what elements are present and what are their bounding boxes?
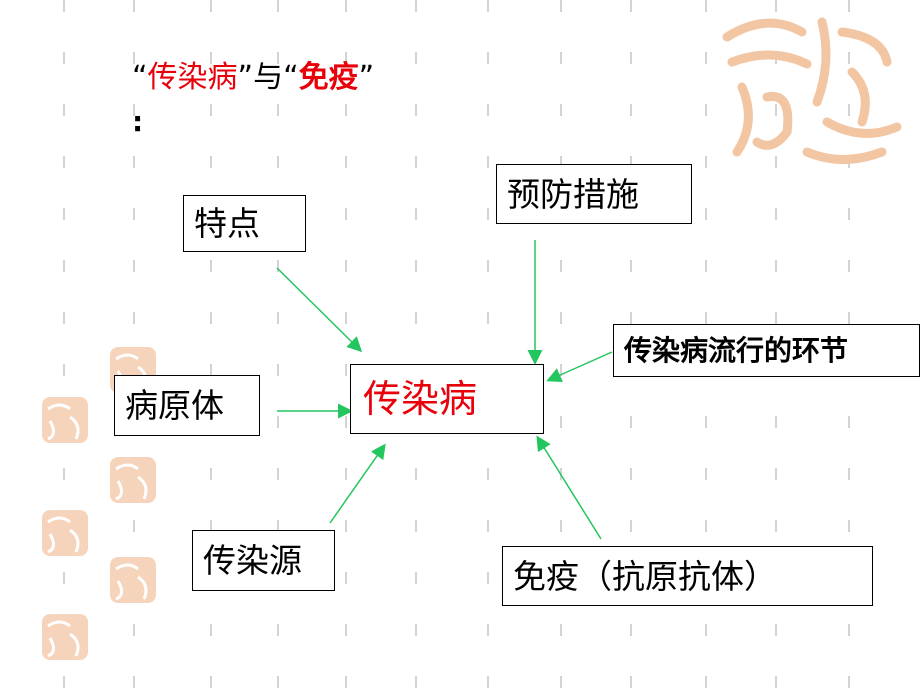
node-transmission-label: 传染病流行的环节 [613, 324, 920, 377]
title-close-quote: ” [358, 60, 375, 95]
arrow-label-to-center [546, 351, 613, 382]
node-center-disease: 传染病 [350, 364, 544, 434]
node-immunity: 免疫（抗原抗体） [502, 546, 873, 606]
seal-stamp-small-5 [110, 557, 156, 603]
arrow-immunity-to-center [536, 435, 602, 540]
seal-stamp-small-6 [42, 614, 88, 660]
node-source: 传染源 [192, 530, 335, 591]
slide-title: “传染病”与“免疫” [132, 52, 374, 96]
title-connector: ”与“ [237, 60, 299, 95]
seal-stamp-small-2 [42, 397, 88, 443]
title-term-immunity: 免疫 [298, 60, 359, 95]
title-term-disease: 传染病 [147, 60, 238, 95]
seal-stamp-small-3 [110, 457, 156, 503]
node-features: 特点 [183, 195, 306, 252]
seal-stamp-small-4 [42, 510, 88, 556]
arrow-features-to-center [276, 267, 363, 353]
title-open-quote: “ [132, 60, 148, 95]
arrow-source-to-center [329, 443, 386, 524]
node-pathogen: 病原体 [114, 375, 260, 436]
title-colon: : [132, 105, 144, 138]
node-prevention: 预防措施 [496, 164, 692, 224]
seal-stamp-large [722, 17, 902, 164]
